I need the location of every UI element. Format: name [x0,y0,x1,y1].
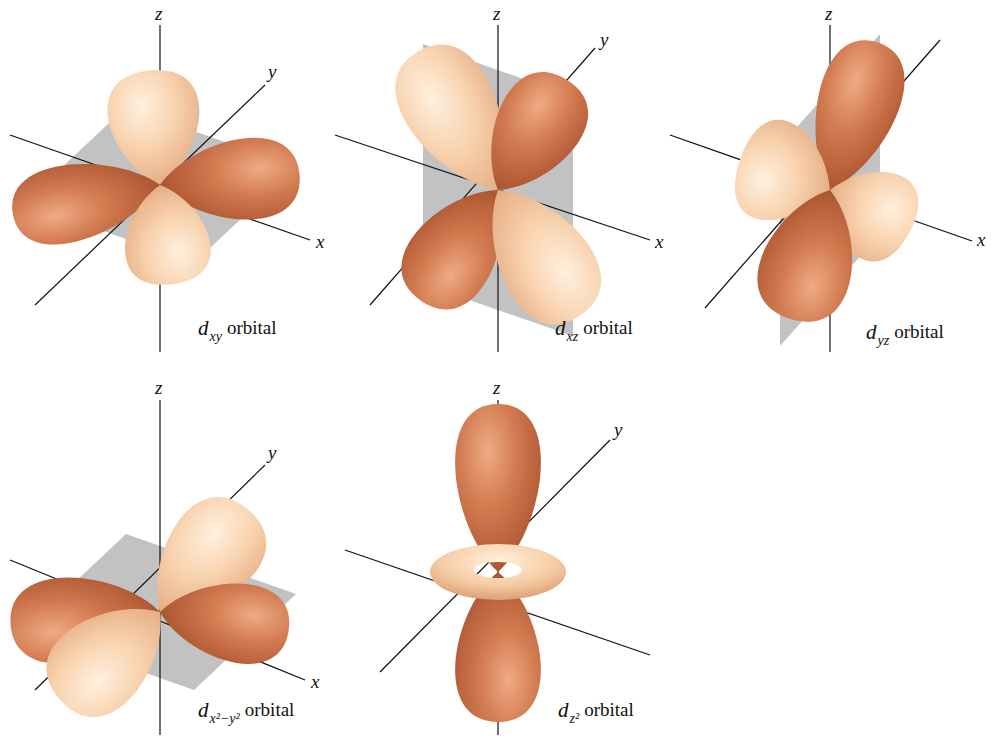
axes [10,400,305,735]
orbital-lobe [117,180,214,290]
orbital-word: orbital [584,700,634,719]
orbital-subscript: xz [567,330,579,344]
axes [670,25,972,352]
axis-label: y [268,62,276,81]
axis-label: z [155,378,162,397]
axis-label: z [825,4,832,23]
orbital-torus [430,544,566,600]
axis-label: z [493,378,500,397]
orbital-word: orbital [227,318,277,337]
orbital-lobe [459,165,618,341]
axis-label: x [655,232,663,251]
orbital-word: orbital [894,322,944,341]
axis-label: z [493,4,500,23]
orbital-word: orbital [245,700,295,719]
axis-label: y [614,420,622,439]
axis-label: y [600,30,608,49]
orbital-subscript: yz [878,334,890,348]
axes [345,400,650,735]
orbital-symbol: d [866,322,877,343]
axes [335,25,650,352]
axis-label: y [268,443,276,462]
orbital-subscript: xy [210,330,222,344]
orbital-lobe [747,177,874,333]
orbital-word: orbital [583,318,633,337]
orbital-lobe [154,573,294,670]
orbital-symbol: d [558,700,569,721]
axis-label: x [316,232,324,251]
orbital-subscript: x²−y² [210,712,240,726]
orbital-lobe [462,57,604,213]
orbital-symbol: d [198,700,209,721]
orbital-symbol: d [198,318,209,339]
axis-label: x [977,230,985,249]
axis-label: x [311,672,319,691]
orbital-subscript: z² [570,712,580,726]
orbital-lobe [29,577,190,734]
orbital-symbol: d [555,318,566,339]
axis-label: z [155,4,162,23]
